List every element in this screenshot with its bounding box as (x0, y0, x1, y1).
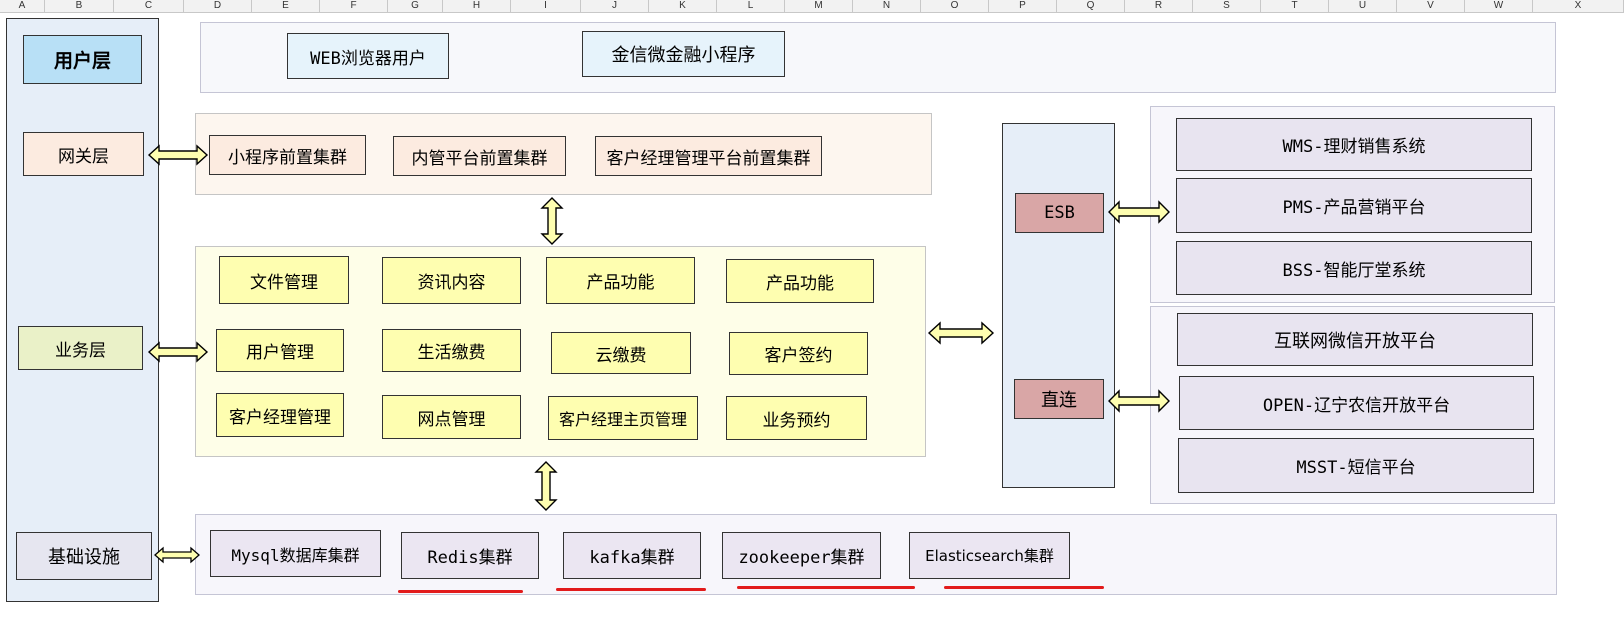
esb-system-box: WMS-理财销售系统 (1176, 118, 1532, 171)
column-header[interactable]: S (1193, 0, 1261, 12)
direct-system-box: 互联网微信开放平台 (1177, 313, 1533, 366)
column-header[interactable]: E (252, 0, 320, 12)
infra-layer-label: 基础设施 (16, 532, 152, 580)
column-header[interactable]: C (114, 0, 184, 12)
column-header[interactable]: F (320, 0, 388, 12)
column-header[interactable]: L (717, 0, 785, 12)
column-header[interactable]: X (1533, 0, 1624, 12)
underline-mark (556, 588, 706, 591)
infra-bidirectional-arrow (154, 546, 200, 564)
business-module-box: 用户管理 (216, 329, 344, 372)
business-layer-label: 业务层 (18, 326, 143, 370)
web-browser-user-box: WEB浏览器用户 (287, 33, 449, 79)
infra-cluster-box: Mysql数据库集群 (210, 530, 381, 577)
business-module-box: 生活缴费 (382, 329, 521, 372)
layer-column (6, 18, 159, 602)
column-header[interactable]: M (785, 0, 853, 12)
esb-system-box: BSS-智能厅堂系统 (1176, 241, 1532, 295)
gateway-layer-label: 网关层 (23, 132, 144, 176)
underline-mark (398, 590, 523, 593)
esb-box: ESB (1015, 193, 1104, 233)
business-bidirectional-arrow (147, 341, 209, 363)
infra-cluster-box: kafka集群 (563, 532, 701, 579)
direct-systems-arrow (1108, 389, 1170, 413)
business-module-box: 云缴费 (551, 332, 691, 374)
gateway-cluster-box: 客户经理管理平台前置集群 (595, 136, 822, 176)
column-header[interactable]: I (511, 0, 581, 12)
esb-system-box: PMS-产品营销平台 (1176, 178, 1532, 233)
business-module-box: 资讯内容 (382, 257, 521, 304)
business-module-box: 客户经理主页管理 (548, 396, 698, 440)
gateway-business-vertical-arrow (540, 197, 564, 245)
direct-system-box: MSST-短信平台 (1178, 438, 1534, 493)
column-header[interactable]: A (0, 0, 45, 12)
gateway-cluster-box: 小程序前置集群 (209, 135, 366, 175)
infra-cluster-box: Redis集群 (401, 532, 539, 579)
gateway-cluster-box: 内管平台前置集群 (393, 136, 566, 176)
business-infra-vertical-arrow (534, 461, 558, 511)
column-header[interactable]: R (1125, 0, 1193, 12)
business-module-box: 文件管理 (219, 256, 349, 304)
column-header[interactable]: D (184, 0, 252, 12)
direct-box: 直连 (1014, 379, 1104, 419)
column-header[interactable]: P (989, 0, 1057, 12)
business-module-box: 产品功能 (546, 257, 695, 304)
business-module-box: 业务预约 (726, 396, 867, 440)
underline-mark (944, 586, 1104, 589)
column-header[interactable]: J (581, 0, 649, 12)
column-header[interactable]: G (388, 0, 443, 12)
business-module-box: 产品功能 (726, 259, 874, 303)
infra-cluster-box: zookeeper集群 (722, 532, 881, 579)
esb-systems-arrow (1108, 200, 1170, 224)
column-header[interactable]: N (853, 0, 921, 12)
integration-column (1002, 123, 1115, 488)
column-header[interactable]: Q (1057, 0, 1125, 12)
business-integration-arrow (927, 321, 995, 345)
business-module-box: 客户签约 (729, 332, 868, 375)
column-header[interactable]: T (1261, 0, 1329, 12)
column-header[interactable]: O (921, 0, 989, 12)
gateway-bidirectional-arrow (147, 144, 209, 166)
mini-program-box: 金信微金融小程序 (582, 31, 785, 77)
user-layer-label: 用户层 (23, 35, 142, 84)
direct-system-box: OPEN-辽宁农信开放平台 (1179, 376, 1534, 430)
column-header[interactable]: U (1329, 0, 1397, 12)
column-header[interactable]: W (1465, 0, 1533, 12)
column-header[interactable]: B (45, 0, 114, 12)
column-header[interactable]: V (1397, 0, 1465, 12)
column-header[interactable]: H (443, 0, 511, 12)
column-header[interactable]: K (649, 0, 717, 12)
business-module-box: 网点管理 (382, 395, 521, 439)
column-header-bar: A B C D E F G H I J K L M N O P Q R S T … (0, 0, 1624, 13)
infra-cluster-box: Elasticsearch集群 (909, 532, 1070, 579)
underline-mark (737, 586, 915, 589)
business-module-box: 客户经理管理 (216, 393, 344, 437)
